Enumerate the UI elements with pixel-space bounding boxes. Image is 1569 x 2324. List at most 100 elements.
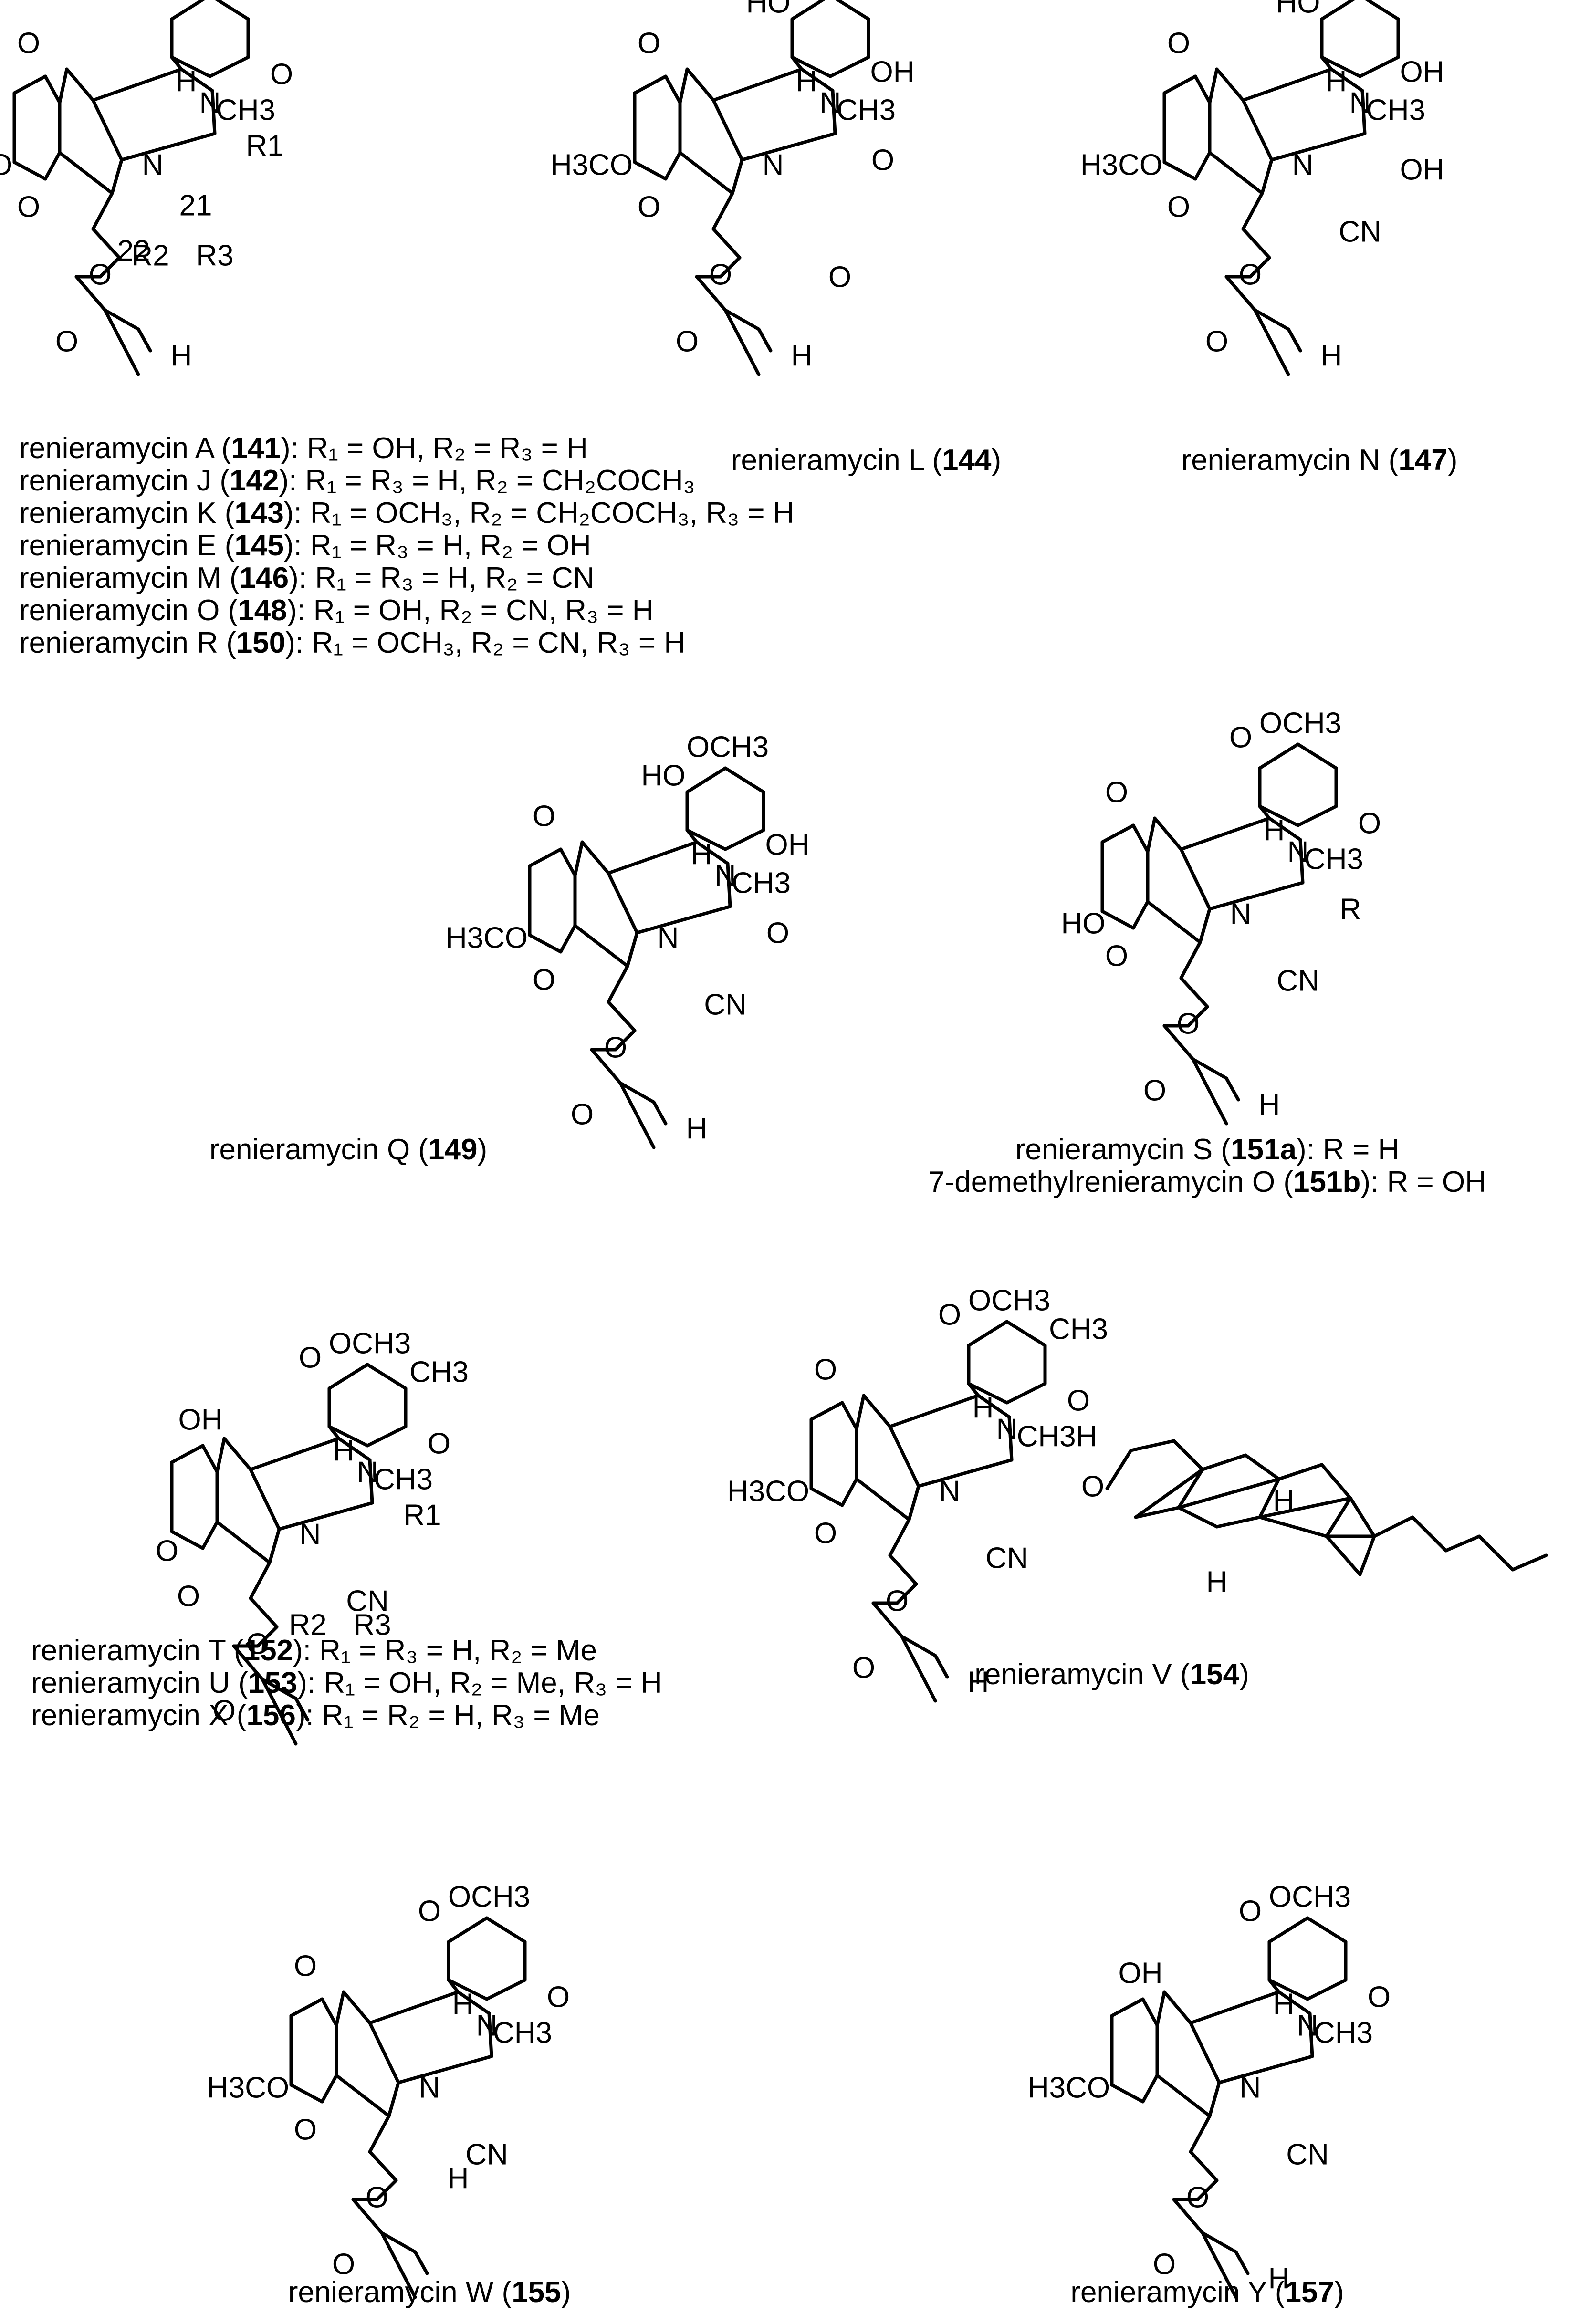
bond: [261, 1678, 298, 1746]
caption-text: renieramycin N (: [1182, 444, 1399, 477]
caption-line: renieramycin O (148): R₁ = OH, R₂ = CN, …: [19, 594, 654, 627]
compound-number: 153: [248, 1667, 297, 1699]
caption-text: ): R₁ = R₃ = H, R₂ = OH: [284, 529, 591, 562]
bond: [1100, 823, 1135, 844]
atom-label-h_st2: H: [1206, 1565, 1228, 1598]
atom-label-oh2: OH: [1400, 153, 1444, 186]
atom-label-n_az: N: [199, 86, 221, 119]
bond: [289, 1997, 324, 2018]
atom-label-oh1: OH: [765, 828, 810, 861]
atom-label-c21: 21: [179, 189, 212, 222]
bond: [695, 840, 730, 865]
atom-label-h_top: H: [1273, 1988, 1295, 2021]
bond: [261, 1678, 298, 1700]
atom-label-o_est: O: [366, 2181, 388, 2214]
bond: [917, 1458, 1014, 1488]
bond: [335, 2074, 391, 2118]
bond: [1325, 1534, 1362, 1576]
atom-label-o2: O: [533, 963, 555, 996]
bond: [210, 89, 217, 135]
atom-label-o3: O: [418, 1895, 441, 1928]
compound-caption: renieramycin N (147): [1182, 444, 1458, 477]
bond: [607, 1000, 637, 1032]
structure-s1: OCH3OOOOCH3NNH3CO2122R1R2R3HOOH: [0, 0, 293, 376]
bond: [268, 1527, 281, 1564]
atom-label-o1: O: [294, 1949, 317, 1982]
atom-label-h_top: H: [176, 65, 197, 98]
bond: [888, 1394, 980, 1428]
caption-text: 7-demethylrenieramycin O (: [928, 1166, 1293, 1198]
compound-number: 151a: [1231, 1133, 1297, 1166]
bond: [208, 55, 250, 78]
atom-label-o4: O: [547, 1980, 570, 2013]
bond: [74, 275, 107, 312]
bond: [1162, 1990, 1192, 2025]
bond: [1253, 308, 1290, 331]
atom-label-meo: H3CO: [727, 1475, 809, 1508]
bond: [249, 1561, 272, 1600]
bond: [1267, 816, 1302, 842]
bond: [607, 871, 639, 935]
bond: [43, 74, 62, 104]
caption-text: ): R₁ = OCH₃, R₂ = CH₂COCH₃, R₃ = H: [284, 497, 795, 530]
atom-label-n_pip: N: [1230, 897, 1252, 930]
bond: [1306, 1916, 1348, 1944]
bond: [1131, 900, 1150, 930]
atom-label-cn: CN: [346, 1584, 389, 1617]
bond: [1189, 2114, 1212, 2154]
bond: [368, 1458, 374, 1505]
bond: [1358, 1534, 1376, 1576]
atom-label-cn: CN: [1276, 964, 1319, 997]
atom-label-o_ket: O: [766, 917, 789, 949]
bond: [900, 1635, 937, 1703]
atom-label-oh1: OH: [870, 55, 915, 88]
atom-label-o_eq: O: [332, 2248, 355, 2281]
bond: [1258, 1477, 1281, 1519]
atom-label-o4: O: [1358, 807, 1381, 840]
bond: [1162, 74, 1197, 95]
bond: [664, 74, 682, 104]
bond: [855, 1394, 866, 1431]
bond: [1100, 909, 1135, 930]
bond: [1241, 98, 1274, 162]
bond: [835, 0, 870, 21]
bond: [1270, 132, 1367, 162]
atom-label-ome: OCH3: [448, 1880, 530, 1913]
bond: [1201, 2231, 1238, 2299]
atom-label-ch3: CH3: [837, 94, 896, 126]
bond: [249, 1596, 279, 1629]
atom-label-ome: OCH3: [687, 730, 769, 763]
caption-text: renieramycin Y (: [1070, 2276, 1285, 2309]
bond: [1248, 256, 1271, 279]
atom-label-md1: O: [156, 1534, 178, 1567]
atom-label-o_eq: O: [55, 325, 78, 358]
atom-label-o_eq: O: [571, 1098, 594, 1131]
steroid-fragment: [1105, 1439, 1548, 1576]
atom-label-meo: H3CO: [551, 148, 633, 181]
bond: [1217, 2054, 1314, 2084]
bond: [1477, 1534, 1515, 1572]
bond: [723, 766, 765, 794]
structure-s2: OCH3HOOHOOCH3NNH3COOOHOOH: [551, 0, 915, 376]
caption-line: renieramycin X (156): R₁ = R₂ = H, R₃ = …: [31, 1699, 600, 1732]
caption-text: renieramycin X (: [31, 1699, 247, 1732]
bond: [327, 1425, 369, 1448]
bond: [58, 151, 114, 195]
bond: [1146, 900, 1202, 944]
compound-number: 141: [231, 432, 281, 465]
caption-text: renieramycin O (: [19, 594, 238, 627]
atom-label-o_eq: O: [1143, 1074, 1166, 1107]
bond: [1329, 67, 1364, 93]
bond: [652, 1100, 668, 1126]
bond: [232, 1644, 264, 1681]
bond: [320, 2074, 338, 2104]
bond: [1260, 158, 1274, 195]
bond: [740, 132, 837, 162]
bond: [320, 1997, 338, 2027]
bond: [12, 74, 47, 95]
bond: [1198, 907, 1212, 944]
bond: [731, 158, 744, 195]
atom-label-ch3: CH3: [1366, 94, 1425, 126]
compound-caption: renieramycin A (141): R₁ = OH, R₂ = R₃ =…: [19, 432, 795, 659]
